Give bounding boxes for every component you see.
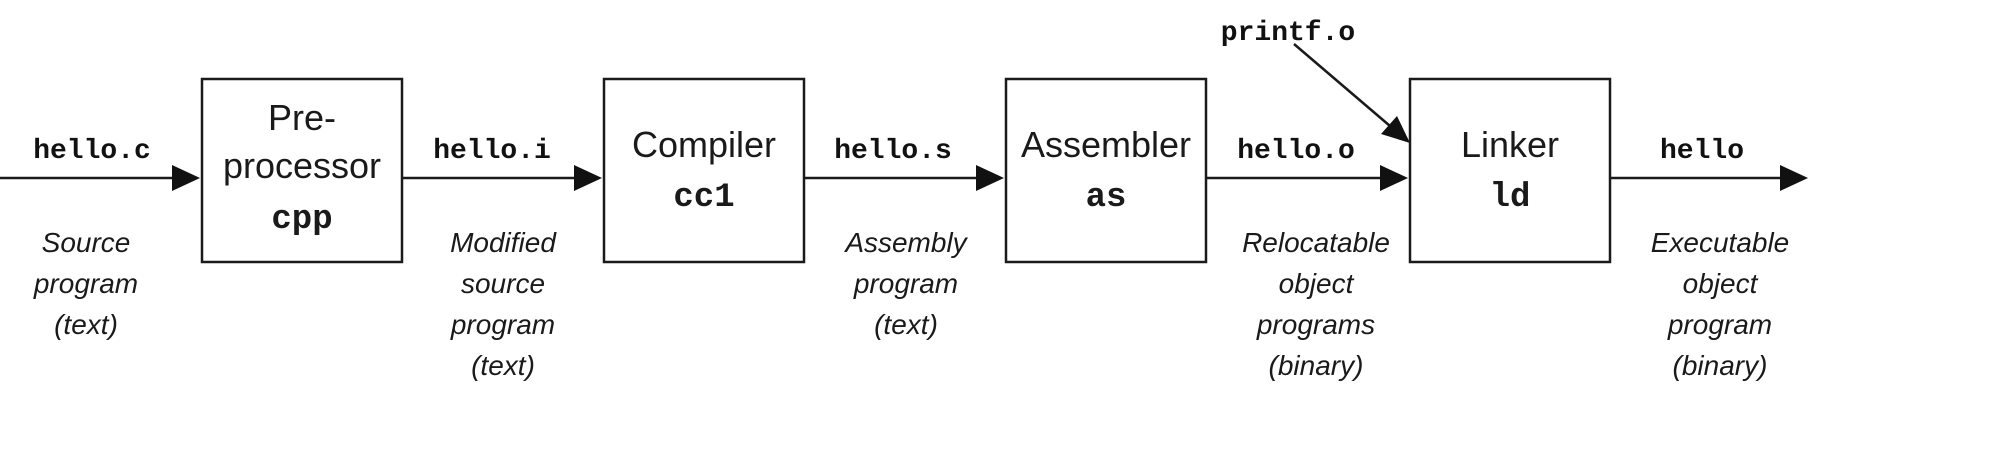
desc-line: programs [1256,309,1375,340]
desc-line: program [33,268,138,299]
desc-line: Relocatable [1242,227,1390,258]
file-label-hello-o: hello.o [1237,136,1355,167]
file-desc-hello-i: Modified source program (text) [450,227,557,381]
stage-linker: Linker ld [1408,77,1612,264]
stage-compiler: Compiler cc1 [602,77,806,264]
flow-arrow-hello-s [804,165,1004,191]
desc-line: object [1683,268,1759,299]
desc-line: Executable [1651,227,1790,258]
desc-line: program [450,309,555,340]
file-label-printf-o: printf.o [1221,18,1355,49]
flow-arrow-hello [1610,165,1808,191]
desc-line: (binary) [1269,350,1364,381]
flow-arrow-hello-c [0,165,200,191]
file-label-hello-i: hello.i [433,136,551,167]
stage-tool-name: as [1086,179,1127,217]
stage-title-line: Linker [1461,124,1559,165]
stage-assembler: Assembler as [1004,77,1208,264]
desc-line: (binary) [1673,350,1768,381]
file-desc-hello-o: Relocatable object programs (binary) [1242,227,1390,381]
file-desc-hello-s: Assembly program (text) [843,227,968,340]
flow-arrow-printf-o [1293,43,1410,143]
desc-line: (text) [54,309,118,340]
desc-line: (text) [471,350,535,381]
stage-title-line: Assembler [1021,124,1191,165]
desc-line: Assembly [843,227,968,258]
stage-title-line: processor [223,145,381,186]
desc-line: Modified [450,227,557,258]
flow-arrow-hello-i [402,165,602,191]
desc-line: Source [42,227,131,258]
file-desc-hello-c: Source program (text) [33,227,138,340]
stage-tool-name: cpp [271,201,332,239]
stage-title-line: Pre- [268,97,336,138]
stage-tool-name: ld [1490,179,1531,217]
file-label-hello: hello [1660,136,1744,167]
desc-line: program [853,268,958,299]
stage-preprocessor: Pre- processor cpp [200,77,404,264]
desc-line: (text) [874,309,938,340]
desc-line: source [461,268,545,299]
stage-title-line: Compiler [632,124,776,165]
file-desc-hello: Executable object program (binary) [1651,227,1790,381]
flow-arrow-hello-o [1206,165,1408,191]
desc-line: program [1667,309,1772,340]
desc-line: object [1279,268,1355,299]
file-label-hello-c: hello.c [33,136,151,167]
file-label-hello-s: hello.s [834,136,952,167]
stage-tool-name: cc1 [673,179,734,217]
